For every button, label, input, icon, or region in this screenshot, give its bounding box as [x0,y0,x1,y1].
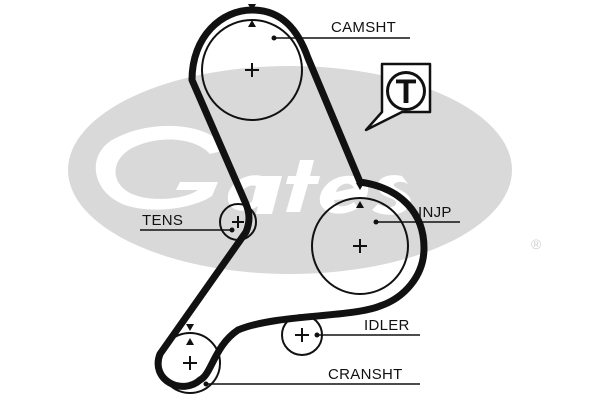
badge-inner-circle [389,74,423,108]
tens-pulley-circle [219,203,257,241]
badge-letter: T [396,73,417,111]
cransht-timing-arrow [186,324,194,331]
injp-timing-arrow [356,183,364,190]
camsht-label: CAMSHT [331,19,396,36]
idler-center-cross [295,328,309,342]
pulley-camsht [201,4,410,121]
injp-center-cross [353,239,367,253]
pulley-cransht [159,324,420,394]
injp-timing-mark [356,201,364,208]
cransht-label: CRANSHT [328,366,403,383]
tens-label: TENS [142,212,183,229]
pulley-injp [311,183,460,295]
cransht-pulley-circle [159,332,221,394]
tens-center-cross [232,216,244,228]
injp-label: INJP [418,204,452,221]
camsht-center-cross [245,63,259,77]
camsht-timing-mark [248,20,256,27]
gates-watermark-logo: ® [68,66,542,274]
timing-badge: T [364,62,432,132]
idler-label: IDLER [364,317,410,334]
cransht-center-cross [183,356,197,370]
watermark-ellipse [68,66,512,274]
registered-mark: ® [531,236,542,252]
pulley-tens [140,203,257,241]
pulley-idler [281,314,420,356]
cransht-timing-mark [186,338,194,345]
injp-pulley-circle [311,197,409,295]
camsht-timing-arrow [248,4,256,11]
